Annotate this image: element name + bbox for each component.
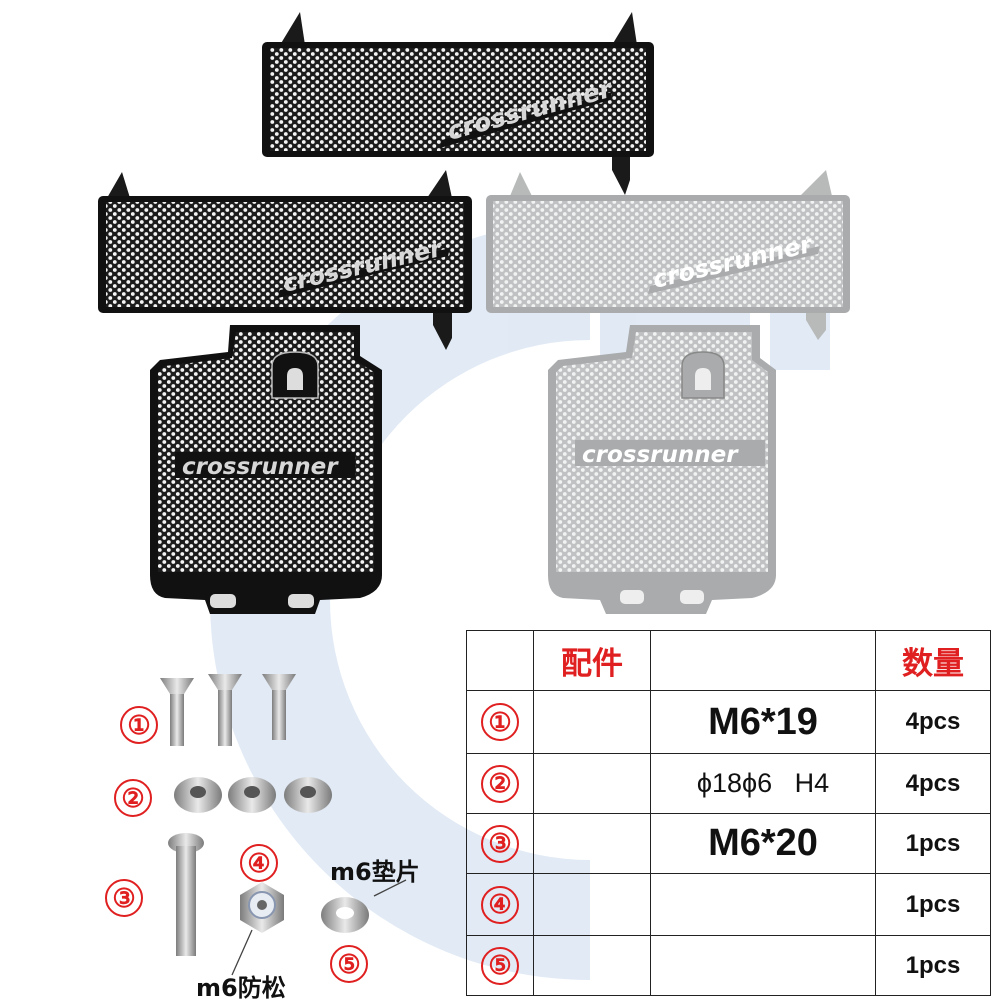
row-qty: 4pcs — [875, 690, 991, 754]
parts-table: 配件 数量 ① M6*19 4pcs ② ϕ18ϕ6 H4 4pcs ③ M6*… — [466, 630, 991, 996]
table-row: ③ M6*20 1pcs — [466, 813, 991, 874]
bolt-m6-19 — [160, 674, 296, 746]
row-num: ④ — [481, 885, 519, 924]
callout-line-washer — [373, 879, 407, 897]
radiator-guard-silver-middle: crossrunner — [486, 170, 850, 340]
badge-4: ④ — [240, 844, 278, 882]
bolt-m6-20 — [168, 833, 204, 956]
oil-cooler-guard-black: crossrunner — [150, 325, 382, 614]
row-qty: 1pcs — [875, 813, 991, 874]
row-qty: 1pcs — [875, 935, 991, 996]
brand-logo-icon: crossrunner — [582, 442, 739, 468]
table-row: ② ϕ18ϕ6 H4 4pcs — [466, 753, 991, 814]
table-row: ⑤ 1pcs — [466, 935, 991, 996]
badge-3: ③ — [105, 879, 143, 917]
row-qty: 1pcs — [875, 873, 991, 936]
locknut-label: m6防松 — [196, 974, 286, 1000]
row-num: ⑤ — [481, 946, 519, 985]
badge-1: ① — [120, 706, 158, 744]
row-num: ② — [481, 764, 519, 803]
brand-logo-icon: crossrunner — [182, 454, 339, 480]
row-spec — [650, 935, 876, 996]
row-spec — [650, 873, 876, 936]
row-spec: M6*19 — [650, 690, 876, 754]
washer-cup-18-6 — [174, 777, 332, 813]
table-row: ④ 1pcs — [466, 873, 991, 936]
oil-cooler-guard-silver: crossrunner — [548, 325, 776, 614]
radiator-guard-black-top: crossrunner — [262, 12, 654, 195]
header-qty: 数量 — [875, 630, 991, 691]
row-qty: 4pcs — [875, 753, 991, 814]
row-num: ③ — [481, 824, 519, 863]
flat-washer-m6 — [321, 897, 369, 933]
radiator-guard-black-middle: crossrunner — [98, 170, 472, 350]
badge-2: ② — [114, 779, 152, 817]
header-num-cell — [466, 630, 534, 691]
locknut-m6 — [240, 882, 284, 933]
badge-5: ⑤ — [330, 945, 368, 983]
row-spec: ϕ18ϕ6 H4 — [650, 753, 876, 814]
table-row: ① M6*19 4pcs — [466, 690, 991, 754]
header-parts: 配件 — [533, 630, 651, 691]
header-spec-cell — [650, 630, 876, 691]
washer-label: m6垫片 — [330, 858, 420, 886]
callout-line-locknut — [231, 929, 253, 976]
row-num: ① — [481, 703, 519, 741]
row-spec: M6*20 — [650, 813, 876, 874]
table-header-row: 配件 数量 — [466, 630, 991, 691]
